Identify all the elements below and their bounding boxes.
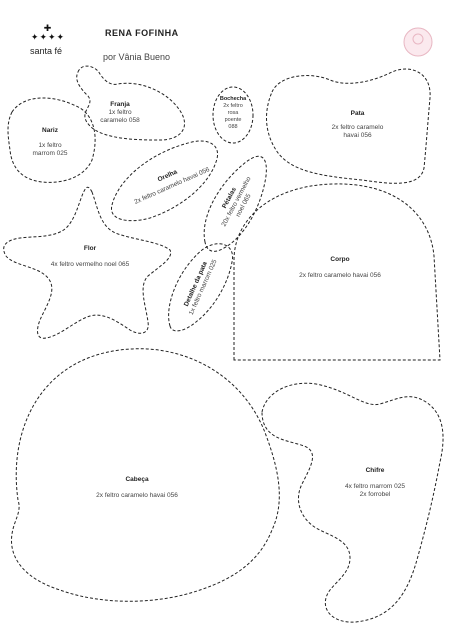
label-nariz: Nariz 1x feltro marrom 025	[20, 127, 80, 158]
label-flor: Flor 4x feltro vermelho noel 065	[35, 245, 145, 269]
label-corpo: Corpo 2x feltro caramelo havai 056	[285, 256, 395, 280]
label-cabeca-name: Cabeça	[125, 476, 149, 483]
label-pata-line-1: 2x feltro caramelo	[331, 124, 384, 131]
label-nariz-line-2: marrom 025	[32, 150, 68, 157]
label-bochecha: Bochecha 2x feltro rosa poente 088	[208, 96, 258, 131]
shape-corpo	[233, 183, 441, 361]
watermark-logo	[403, 27, 433, 57]
label-bochecha-name: Bochecha	[219, 96, 247, 102]
label-pata-line-2: havai 056	[343, 132, 372, 139]
page-title: RENA FOFINHA	[105, 28, 179, 38]
label-bochecha-line-3: poente	[224, 117, 242, 123]
shape-detalhe	[168, 243, 234, 332]
label-franja-line-2: caramelo 058	[100, 117, 140, 124]
label-bochecha-line-4: 088	[228, 124, 238, 130]
label-nariz-name: Nariz	[42, 127, 58, 134]
shape-franja	[76, 65, 185, 141]
label-flor-line-1: 4x feltro vermelho noel 065	[50, 261, 130, 268]
label-franja-line-1: 1x feltro	[108, 109, 132, 116]
shape-petalas	[203, 155, 267, 252]
shape-pata	[266, 68, 431, 184]
page-author: por Vânia Bueno	[103, 52, 171, 62]
label-franja-name: Franja	[110, 101, 130, 108]
brand-top-star: ✚	[43, 23, 53, 33]
shape-cabeca	[11, 348, 280, 602]
brand-stars: ✚ ✦✦✦✦	[28, 24, 68, 42]
shape-chifre	[261, 382, 444, 623]
shape-orelha	[111, 140, 218, 222]
label-chifre-line-1: 4x feltro marrom 025	[345, 483, 405, 490]
shape-bochecha	[212, 86, 254, 144]
brand-star-row: ✦✦✦✦	[30, 32, 66, 42]
label-flor-name: Flor	[83, 245, 97, 252]
shape-nariz	[7, 97, 96, 183]
label-pata: Pata 2x feltro caramelo havai 056	[315, 110, 400, 140]
label-bochecha-line-2: rosa	[227, 110, 239, 116]
label-pata-name: Pata	[350, 110, 365, 117]
brand-name: santa fé	[30, 46, 63, 56]
label-corpo-name: Corpo	[330, 256, 350, 263]
label-corpo-line-1: 2x feltro caramelo havai 056	[299, 272, 381, 279]
label-cabeca-line-1: 2x feltro caramelo havai 056	[96, 492, 178, 499]
label-bochecha-line-1: 2x feltro	[223, 103, 243, 109]
label-cabeca: Cabeça 2x feltro caramelo havai 056	[82, 476, 192, 500]
label-chifre-name: Chifre	[365, 467, 385, 474]
label-chifre-line-2: 2x forrobel	[359, 491, 391, 498]
label-chifre: Chifre 4x feltro marrom 025 2x forrobel	[335, 467, 415, 499]
label-franja: Franja 1x feltro caramelo 058	[85, 101, 155, 125]
label-nariz-line-1: 1x feltro	[38, 142, 62, 149]
